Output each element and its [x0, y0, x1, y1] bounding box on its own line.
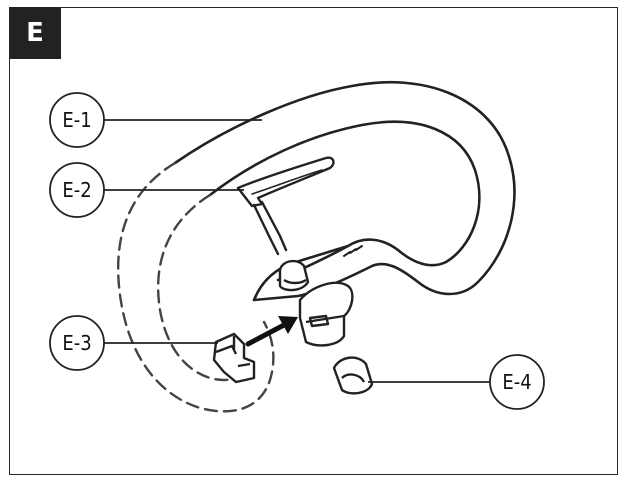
clip-part [212, 332, 256, 384]
insert-arrow [245, 316, 298, 347]
handle-inner-outline [208, 120, 481, 282]
mount-bracket-slot [308, 314, 330, 328]
callout-e1-label: E-1 [62, 108, 91, 132]
callout-e3: E-3 [49, 315, 105, 371]
handle-outer-outline [173, 81, 516, 302]
callout-e4: E-4 [489, 354, 545, 410]
dashed-outer-outline [116, 161, 275, 413]
base-knob [278, 259, 310, 292]
base-knob-detail [283, 278, 307, 285]
dashed-inner-outline [156, 193, 250, 382]
callout-e2: E-2 [49, 162, 105, 218]
clip-part-detail [215, 336, 251, 368]
callout-e2-label: E-2 [62, 178, 91, 202]
callout-e1: E-1 [49, 92, 105, 148]
lever-groove [251, 169, 323, 195]
lever-stem [252, 200, 288, 256]
callout-e3-label: E-3 [62, 331, 91, 355]
mount-bracket-edge [305, 314, 345, 324]
mount-bracket [298, 281, 354, 347]
handle-ridges [343, 245, 363, 257]
cap-part-detail [341, 373, 366, 383]
section-badge: E [9, 7, 61, 59]
callout-e4-label: E-4 [502, 370, 531, 394]
